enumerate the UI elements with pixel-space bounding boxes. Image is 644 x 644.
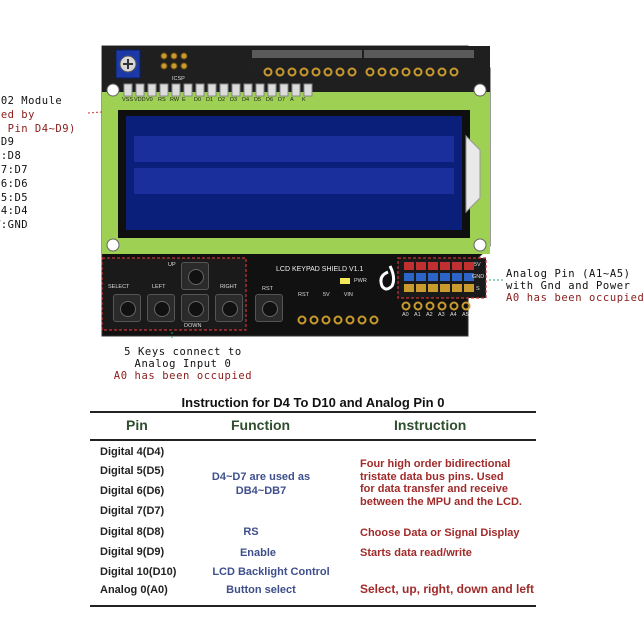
- key-left-label: LEFT: [152, 284, 166, 290]
- left-key-button[interactable]: [147, 294, 175, 322]
- pin-cell: Digital 4(D4): [100, 446, 165, 458]
- header-instruction: Instruction: [394, 417, 467, 433]
- analog-pin-label: A0: [402, 312, 409, 318]
- note-line: A0 has been occupied: [506, 292, 644, 304]
- function-backlight: LCD Backlight Control: [212, 566, 330, 578]
- side-label-5v: 5V: [474, 262, 481, 268]
- note-line: B5:D5: [0, 191, 29, 204]
- analog-pin-labels: A0 A1 A2 A3 A4 A5: [402, 312, 470, 318]
- table-bottom-rule: [90, 605, 536, 607]
- pwr-label: PWR: [354, 278, 367, 284]
- power-pin-label: RST: [298, 292, 309, 298]
- instruction-line: tristate data bus pins. Used: [360, 470, 504, 483]
- analog-pin-label: A2: [426, 312, 433, 318]
- lcd-pin-label: K: [302, 97, 306, 103]
- key-right-label: RIGHT: [220, 284, 238, 290]
- note-line: S:D8: [0, 150, 22, 163]
- keypad-shield-board: ICSP GND VSS VDD V0 RS RW E D0 D1 D2 D3 …: [0, 40, 644, 340]
- function-d4-d7-line2: DB4~DB7: [235, 485, 287, 497]
- analog-pin-label: A3: [438, 312, 445, 318]
- analog-pin-label: A4: [450, 312, 457, 318]
- gnd-label: GND: [246, 64, 262, 71]
- note-line: :D9: [0, 136, 15, 149]
- note-line: W:GND: [0, 219, 29, 232]
- lcd-pin-label: RS: [158, 97, 166, 103]
- note-line: Analog Input 0: [134, 358, 232, 370]
- power-pin-labels: RST 5V VIN: [298, 292, 353, 298]
- pin-cell: Digital 5(D5): [100, 465, 165, 477]
- instruction-data-bus: Four high order bidirectional tristate d…: [360, 458, 522, 508]
- shield-name: LCD KEYPAD SHIELD V1.1: [276, 266, 364, 273]
- instruction-enable: Starts data read/write: [360, 547, 472, 559]
- table-header-rule: [90, 439, 536, 441]
- lcd-pin-label: D7: [278, 97, 286, 103]
- analog-pin-label: A1: [414, 312, 421, 318]
- function-d4-d7-line1: D4~D7 are used as: [211, 471, 311, 483]
- up-key-button[interactable]: [181, 262, 209, 290]
- pin-cell: Analog 0(A0): [100, 584, 168, 596]
- key-down-label: DOWN: [184, 323, 202, 329]
- table-top-rule: [90, 411, 536, 413]
- lcd-pin-label: D3: [230, 97, 238, 103]
- power-pin-label: VIN: [343, 292, 353, 298]
- instruction-button: Select, up, right, down and left: [360, 582, 535, 596]
- note-line: B6:D6: [0, 177, 29, 190]
- note-line: Analog Pin (A1~A5): [506, 268, 631, 280]
- function-enable: Enable: [239, 547, 277, 559]
- lcd-pin-label: D6: [266, 97, 274, 103]
- lcd-pin-label: D1: [206, 97, 214, 103]
- select-key-button[interactable]: [113, 294, 141, 322]
- down-key-button[interactable]: [181, 294, 209, 322]
- note-line: B7:D7: [0, 163, 29, 176]
- power-pin-label: 5V: [323, 292, 330, 298]
- lcd-pin-label: VSS: [122, 97, 134, 103]
- table-title: Instruction for D4 To D10 and Analog Pin…: [181, 395, 445, 410]
- lcd-pin-label: D2: [218, 97, 226, 103]
- lcd-pin-note: 602 Module led by l Pin D4~D9) :D9 S:D8 …: [0, 95, 76, 233]
- lcd-pin-label: D0: [194, 97, 202, 103]
- lcd-pin-label: E: [182, 97, 186, 103]
- side-label-s: S: [476, 286, 480, 292]
- keys-note: 5 Keys connect to Analog Input 0 A0 has …: [108, 346, 258, 382]
- header-pin: Pin: [126, 417, 148, 433]
- function-rs: RS: [243, 526, 259, 538]
- lcd-pin-labels: VSS VDD V0 RS RW E D0 D1 D2 D3 D4 D5 D6 …: [122, 97, 322, 103]
- lcd-pin-label: RW: [170, 97, 180, 103]
- lcd-pin-label: VDD: [134, 97, 146, 103]
- analog-pin-note: Analog Pin (A1~A5) with Gnd and Power A0…: [506, 268, 644, 304]
- analog-pin-label: A5: [462, 312, 469, 318]
- note-line: 602 Module: [0, 95, 63, 107]
- note-line: B4:D4: [0, 205, 29, 218]
- instruction-line: between the MPU and the LCD.: [360, 495, 522, 508]
- pin-cell: Digital 7(D7): [100, 505, 165, 517]
- key-select-label: SELECT: [108, 284, 130, 290]
- icsp-label: ICSP: [172, 76, 185, 82]
- note-line: 5 Keys connect to: [124, 346, 242, 358]
- pin-cell: Digital 6(D6): [100, 485, 165, 497]
- header-function: Function: [231, 417, 291, 433]
- function-button-select: Button select: [226, 584, 296, 596]
- lcd-pin-label: A: [290, 97, 294, 103]
- pin-cell: Digital 10(D10): [100, 566, 177, 578]
- instruction-rs: Choose Data or Signal Display: [360, 527, 520, 539]
- instruction-line: for data transfer and receive: [360, 483, 508, 495]
- key-up-label: UP: [168, 262, 176, 268]
- note-line: A0 has been occupied: [113, 370, 253, 382]
- side-label-gnd: GND: [472, 274, 485, 280]
- pin-cell: Digital 9(D9): [100, 546, 165, 558]
- pin-cell: Digital 8(D8): [100, 526, 165, 538]
- rst-key-button[interactable]: [255, 294, 283, 322]
- right-key-button[interactable]: [215, 294, 243, 322]
- instruction-line: Four high order bidirectional: [360, 458, 511, 470]
- lcd-pin-label: D5: [254, 97, 262, 103]
- lcd-pin-label: V0: [146, 97, 153, 103]
- note-line: l Pin D4~D9): [0, 122, 76, 135]
- note-line: with Gnd and Power: [506, 280, 631, 292]
- note-line: led by: [0, 108, 35, 121]
- key-rst-label: RST: [262, 286, 273, 292]
- lcd-pin-label: D4: [242, 97, 250, 103]
